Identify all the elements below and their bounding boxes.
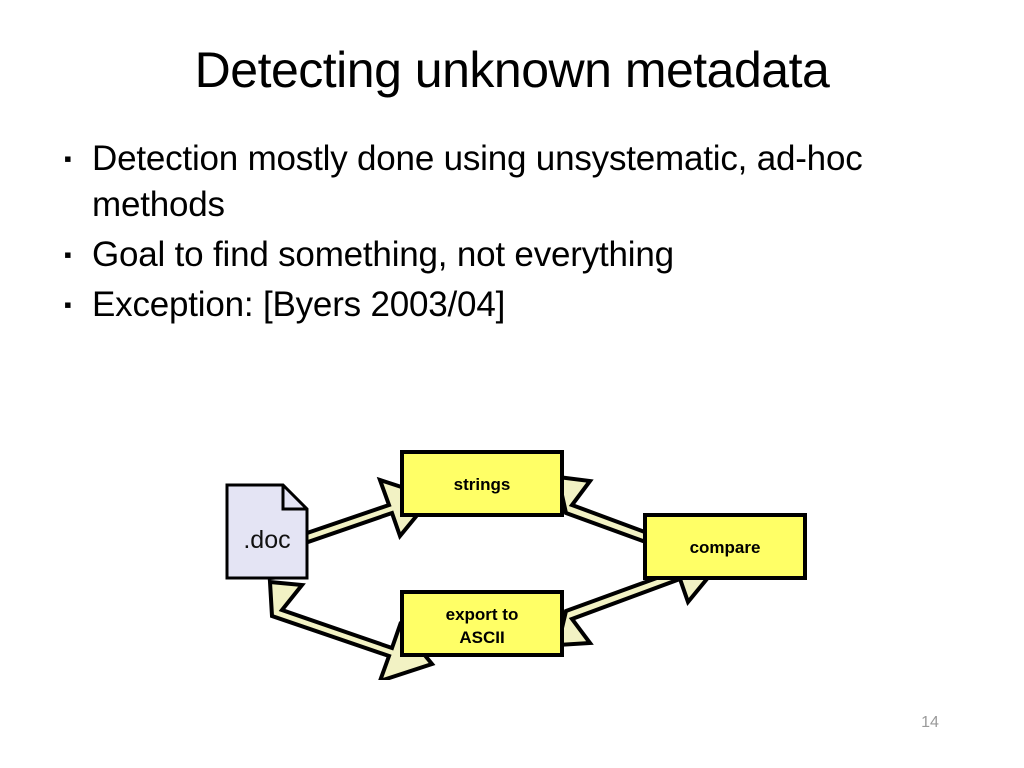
doc-node: .doc [225,483,309,580]
page-title: Detecting unknown metadata [194,42,830,98]
export-node-label-line1: export to [446,605,519,624]
export-node-label-line2: ASCII [459,628,504,647]
bullet-list: ▪ Detection mostly done using unsystemat… [58,136,968,332]
list-item-label: Detection mostly done using unsystematic… [92,139,863,224]
square-bullet-icon: ▪ [64,146,72,171]
export-node: export to ASCII [400,590,564,657]
list-item: ▪ Goal to find something, not everything [58,232,968,278]
process-flow-diagram: .doc strings export to ASCII compare [210,435,830,680]
square-bullet-icon: ▪ [64,292,72,317]
square-bullet-icon: ▪ [64,242,72,267]
list-item-label: Goal to find something, not everything [92,235,674,274]
list-item-label: Exception: [Byers 2003/04] [92,285,506,324]
list-item: ▪ Detection mostly done using unsystemat… [58,136,968,228]
strings-node-label: strings [454,475,511,494]
page-number: 14 [921,714,939,731]
list-item: ▪ Exception: [Byers 2003/04] [58,282,968,328]
doc-node-label: .doc [243,526,290,554]
strings-node: strings [400,450,564,517]
compare-node: compare [643,513,807,580]
compare-node-label: compare [690,538,761,557]
